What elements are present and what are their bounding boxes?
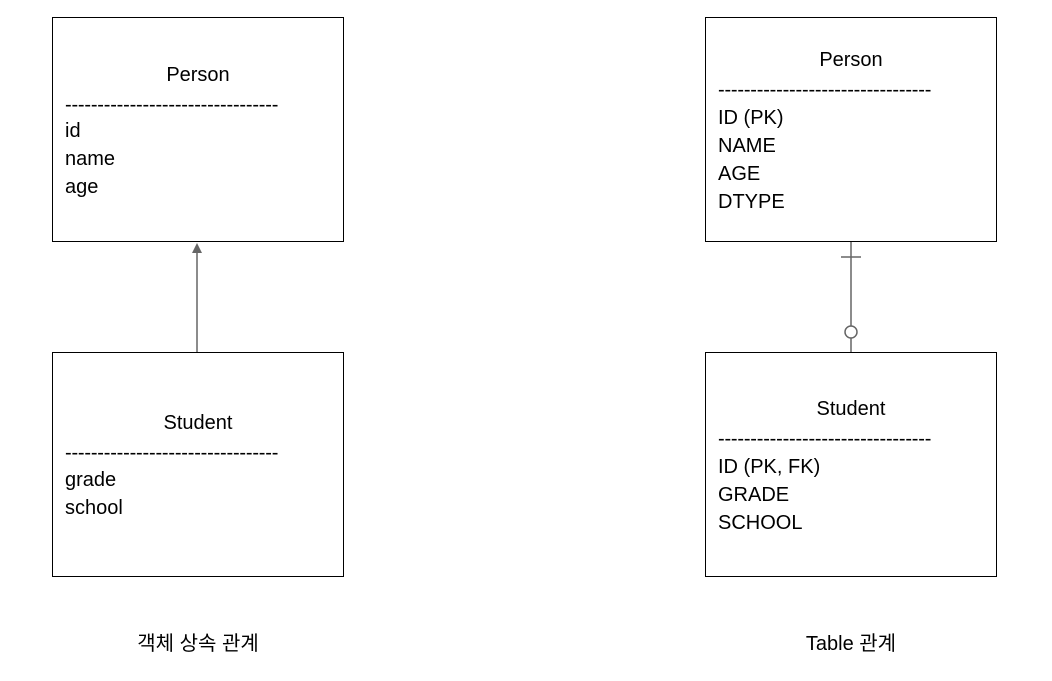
object-person-title: Person [166, 64, 230, 86]
table-student-title: Student [816, 398, 886, 420]
table-student-separator: --------------------------------- [718, 428, 932, 450]
relationship-optional-mark [844, 325, 858, 339]
object-student-fields: grade school [65, 466, 123, 522]
object-inheritance-caption: 객체 상속 관계 [137, 633, 259, 655]
object-person-separator: --------------------------------- [65, 94, 279, 116]
table-person-fields: ID (PK) NAME AGE DTYPE [718, 104, 785, 216]
object-person-box: Person ---------------------------------… [52, 17, 344, 242]
column-item: GRADE [718, 484, 790, 506]
field-item: age [65, 176, 99, 198]
column-item: DTYPE [718, 191, 785, 213]
table-student-box: Student --------------------------------… [705, 352, 997, 577]
object-student-box: Student --------------------------------… [52, 352, 344, 577]
table-relationship-caption: Table 관계 [805, 633, 897, 655]
field-item: school [65, 497, 123, 519]
table-person-box: Person ---------------------------------… [705, 17, 997, 242]
object-student-title: Student [163, 412, 233, 434]
field-item: name [65, 148, 116, 170]
table-student-fields: ID (PK, FK) GRADE SCHOOL [718, 453, 820, 537]
field-item: id [65, 120, 81, 142]
column-item: SCHOOL [718, 512, 803, 534]
column-item: ID (PK, FK) [718, 456, 821, 478]
object-person-fields: id name age [65, 117, 115, 201]
inheritance-arrowhead [192, 243, 202, 253]
column-item: NAME [718, 135, 776, 157]
table-person-separator: --------------------------------- [718, 79, 932, 101]
table-person-title: Person [819, 49, 883, 71]
column-item: AGE [718, 163, 761, 185]
field-item: grade [65, 469, 117, 491]
object-student-separator: --------------------------------- [65, 442, 279, 464]
column-item: ID (PK) [718, 107, 784, 129]
